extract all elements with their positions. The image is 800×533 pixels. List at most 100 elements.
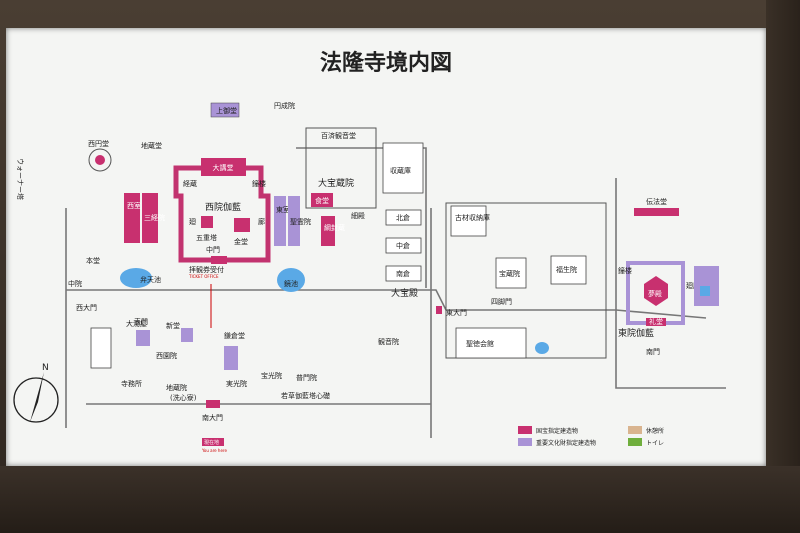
wakakusa-label: 若草伽藍塔心礎	[281, 391, 330, 400]
small-pond	[535, 342, 549, 354]
higashiomon-building	[436, 306, 442, 314]
legend-rest-label: 休憩所	[646, 427, 664, 435]
shoro2-label: 鐘楼	[618, 266, 632, 275]
compass-needle	[30, 372, 44, 422]
daihozoin-label: 大宝蔵院	[318, 177, 354, 189]
ticket-label: 拝観券受付	[189, 265, 224, 274]
you-are-here-marker	[202, 438, 224, 446]
kairo-right-label: 廊	[258, 217, 265, 226]
kanon-label: 観音院	[378, 337, 399, 346]
legend: 国宝指定建造物 重要文化財指定建造物 休憩所 トイレ	[518, 426, 664, 447]
saieniin-label: 西園院	[156, 351, 177, 360]
toin-garan-label: 東院伽藍	[618, 327, 654, 339]
far-east-road	[615, 178, 726, 389]
legend-toilet-label: トイレ	[646, 440, 664, 447]
nakakura-label: 中倉	[396, 241, 410, 250]
kairo2-label: 廻廊	[686, 281, 700, 290]
daikodo-label: 大講堂	[213, 163, 234, 172]
jikkoin-building	[224, 346, 238, 370]
daikodo-building	[201, 158, 246, 176]
kagami-label: 鏡池	[284, 279, 298, 288]
nishienmuro-label: 西円堂	[88, 139, 109, 148]
nandaimon-building	[206, 400, 220, 408]
jikkoin-label: 実光院	[226, 379, 247, 388]
fukusho-label: 福生院	[556, 265, 577, 274]
jizoin-label: 地蔵院	[166, 383, 187, 392]
kitakura-label: 北倉	[396, 213, 410, 222]
yotsumon-label: 四脚門	[491, 297, 512, 306]
furuzai-building	[450, 205, 487, 237]
yumedono-label: 夢殿	[648, 289, 662, 298]
compass: N	[13, 363, 59, 423]
kamimidou-building	[210, 102, 240, 118]
east-pond	[700, 286, 710, 296]
genzaichi-en-label: You are here	[201, 448, 227, 453]
minamikura-label: 南倉	[396, 269, 410, 278]
hozoin-building	[495, 257, 527, 289]
kamimidou-label: 上御堂	[216, 106, 237, 115]
daihozoin-wall	[305, 127, 377, 209]
shuhoko-building	[382, 142, 424, 194]
daiyu-building	[136, 330, 150, 346]
daihoden-label: 大宝殿	[391, 287, 418, 299]
kagami-pond	[277, 268, 305, 292]
ticket-en-label: TICKET OFFICE	[188, 274, 219, 279]
saiin-garan-label: 西院伽藍	[205, 201, 241, 213]
hongan-label: 本堂	[86, 256, 100, 265]
benten-pond	[120, 268, 152, 288]
kyozo-label: 経蔵	[183, 179, 197, 188]
shinkuro-label: 新堂	[166, 321, 180, 330]
omotemon-label: 表門	[134, 317, 148, 326]
kitakura-building	[385, 209, 422, 226]
north-road-right	[296, 147, 427, 288]
legend-swatch-important	[518, 438, 532, 446]
seitokukaikan-label: 聖徳会館	[466, 339, 494, 348]
nandaimon-label: 南大門	[202, 413, 223, 422]
higashimuro-label: 東室	[276, 205, 290, 214]
shoryoin-building	[288, 196, 300, 246]
denpodo-building	[634, 208, 679, 216]
jishoko-label: 寺務所	[121, 379, 142, 388]
yamaguchi-label: 鎌倉堂	[224, 331, 245, 340]
legend-swatch-toilet	[628, 438, 642, 446]
raido-building	[646, 318, 666, 326]
sanzoin-building	[142, 193, 158, 243]
saishitsu-building	[124, 193, 140, 243]
toin-road	[445, 202, 607, 359]
wanna-label: ウォーナー塔	[16, 158, 25, 200]
daiyu-label: 大湯屋	[126, 319, 147, 328]
genzaichi-label: 現在地	[204, 439, 219, 446]
main-road	[66, 289, 707, 319]
saishitsu-label: 西室	[127, 201, 141, 210]
saiden-label: 細殿	[351, 211, 365, 220]
nishienmuro-building	[95, 155, 105, 165]
fukusho-building	[550, 255, 587, 285]
temple-map: 法隆寺境内図 大講堂 経蔵 鐘楼 西院伽藍 五重塔 金堂 廻 廊 中門 拝観券受…	[13, 50, 726, 453]
jizodo-label: 地蔵堂	[141, 141, 162, 150]
higashiomon-label: 東大門	[446, 308, 467, 317]
seitokukaikan-building	[455, 327, 527, 359]
yumedono-building	[644, 276, 668, 306]
fugenin-label: 普門院	[296, 373, 317, 382]
daihozoin-area: 百済観音堂 大宝蔵院 食堂 細殿 綱封蔵	[305, 127, 377, 246]
compass-ring	[13, 377, 59, 423]
chuin-building	[90, 327, 112, 369]
furuzai-label: 古材収納庫	[455, 213, 490, 222]
legend-important-label: 重要文化財指定建造物	[536, 439, 596, 447]
higashimuro-building	[274, 196, 286, 246]
frame-bottom-rail	[0, 466, 800, 533]
chuin-label: 中院	[68, 279, 82, 288]
sanzoin-label: 三経院	[144, 213, 165, 222]
saiin-garan: 大講堂 経蔵 鐘楼 西院伽藍 五重塔 金堂 廻 廊 中門	[173, 158, 271, 264]
shoryoin-label: 聖霊院	[290, 217, 311, 226]
nishienmuro-ring	[88, 148, 112, 172]
shinkuro-building	[181, 328, 193, 342]
jikido-label: 食堂	[315, 196, 329, 205]
senshin-label: (洗心寮)	[170, 393, 197, 402]
shoro-label: 鐘楼	[252, 179, 266, 188]
legend-swatch-rest	[628, 426, 642, 434]
benten-label: 弁天池	[140, 275, 161, 284]
hozoin-label: 宝蔵院	[499, 269, 520, 278]
kondo-building	[234, 218, 250, 232]
chumon-building	[211, 256, 227, 264]
